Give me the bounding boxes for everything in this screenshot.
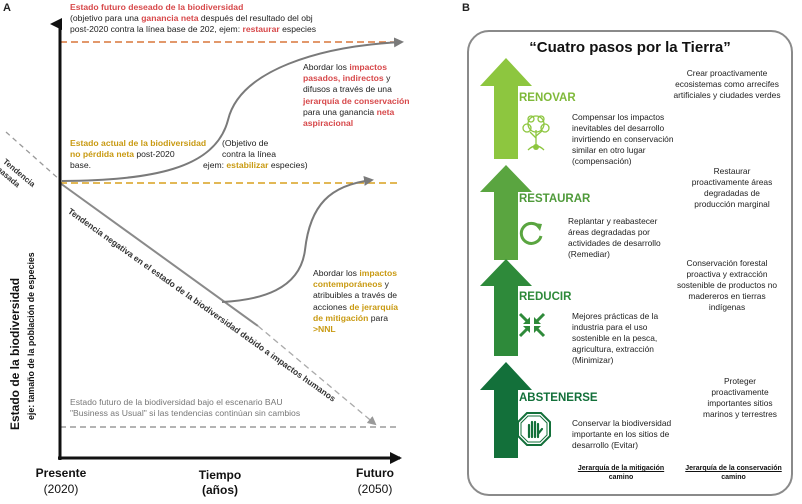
past-trend-line — [5, 131, 61, 181]
step-title-reducir: REDUCIR — [519, 291, 572, 303]
conservation-desc-reducir: Conservación forestal proactiva y extrac… — [676, 258, 778, 312]
stop-hand-icon — [517, 412, 551, 446]
compress-arrows-icon — [518, 312, 546, 338]
address-contemporary-impacts-text: Abordar los impactos contemporáneos y at… — [313, 268, 399, 335]
tree-icon — [522, 115, 550, 151]
y-axis-title: Estado de la biodiversidad — [8, 277, 22, 430]
panel-a-diagram — [5, 18, 404, 464]
step-title-restaurar: RESTAURAR — [519, 193, 591, 205]
x-label-future: Futuro (2050) — [356, 466, 394, 496]
negative-trend-line — [59, 182, 259, 327]
current-state-objective-text: (Objetivo de contra la línea ejem: estab… — [203, 138, 308, 171]
panel-b-title: “Cuatro pasos por la Tierra” — [529, 39, 731, 56]
future-desired-text: Estado futuro deseado de la biodiversida… — [70, 2, 317, 35]
step-title-renovar: RENOVAR — [519, 92, 576, 104]
step-arrows — [480, 58, 532, 458]
step-desc-abstenerse: Conservar la biodiversidad importante en… — [572, 418, 672, 450]
panel-b-frame — [467, 30, 793, 496]
x-label-present: Presente (2020) — [35, 466, 87, 496]
conservation-desc-restaurar: Restaurar proactivamente áreas degradada… — [691, 166, 773, 209]
mitigation-pathway-label: Jerarquía de la mitigación camino — [577, 465, 665, 481]
step-arrow-restaurar — [480, 165, 532, 260]
current-state-text: Estado actual de la biodiversidad no pér… — [70, 138, 207, 171]
step-desc-restaurar: Replantar y reabastecer áreas degradadas… — [568, 216, 661, 259]
negative-trend-dashed — [257, 325, 377, 426]
conservation-pathway-label: Jerarquía de la conservación camino — [685, 465, 782, 481]
refresh-icon — [519, 221, 543, 245]
step-arrow-reducir — [480, 259, 532, 356]
mitigation-curve-arrow — [221, 175, 374, 303]
address-past-impacts-text: Abordar los impactos pasados, indirectos… — [303, 62, 410, 129]
panel-a-letter: A — [3, 2, 11, 14]
bau-text: Estado futuro de la biodiversidad bajo e… — [70, 397, 301, 419]
step-arrow-abstenerse — [480, 362, 532, 458]
panel-b-letter: B — [462, 2, 470, 14]
step-desc-reducir: Mejores prácticas de la industria para e… — [572, 311, 659, 365]
step-desc-renovar: Compensar los impactos inevitables del d… — [572, 112, 674, 166]
gain-curve-arrow — [61, 37, 404, 182]
conservation-desc-abstenerse: Proteger proactivamente importantes siti… — [703, 376, 777, 419]
y-axis-subtitle: eje: tamaño de la población de especies — [26, 252, 36, 420]
step-title-abstenerse: ABSTENERSE — [519, 392, 598, 404]
conservation-desc-renovar: Crear proactivamente ecosistemas como ar… — [673, 68, 781, 100]
x-label-time: Tiempo (años) — [198, 468, 242, 497]
step-arrow-renovar — [480, 58, 532, 159]
